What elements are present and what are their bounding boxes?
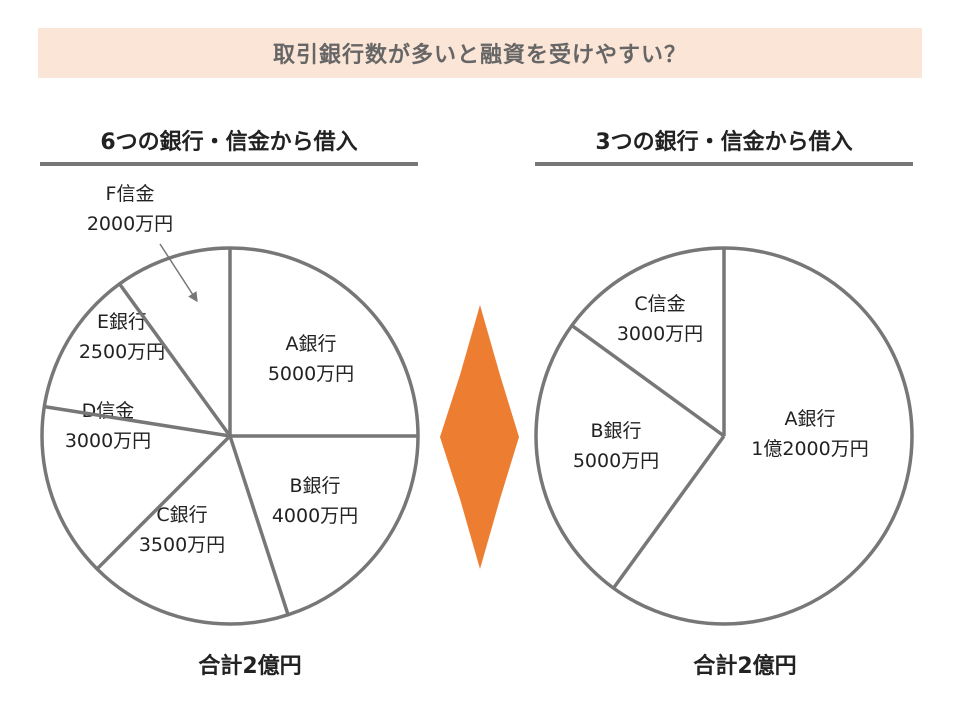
page-title: 取引銀行数が多いと融資を受けやすい？	[272, 43, 687, 68]
double-arrow-icon	[440, 305, 519, 569]
left-title-underline	[40, 162, 418, 166]
callout-arrow	[159, 243, 198, 303]
left-pie-slice-divider	[118, 282, 232, 438]
left-pie-slice-divider	[228, 435, 290, 616]
right-total-label: 合計2億円	[693, 654, 797, 679]
left-total-label: 合計2億円	[198, 654, 302, 679]
left-chart-title: 6つの銀行・信金から借入	[100, 130, 358, 155]
left-pie-slice-divider	[44, 404, 231, 438]
right-chart-title: 3つの銀行・信金から借入	[595, 130, 853, 155]
right-pie-slice-divider	[570, 324, 726, 438]
right-title-underline	[535, 162, 913, 166]
left-pie-slice-divider	[95, 434, 232, 571]
title-banner: 取引銀行数が多いと融資を受けやすい？	[38, 28, 922, 78]
right-pie-slice-divider	[612, 434, 726, 590]
